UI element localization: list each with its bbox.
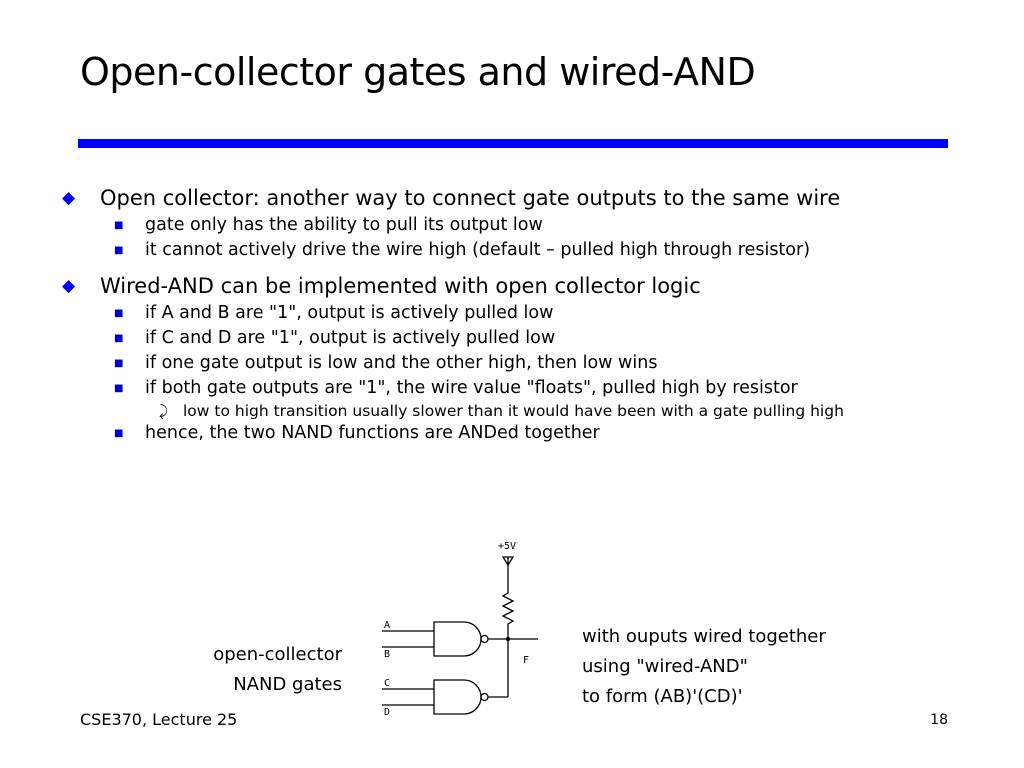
- bullet-wired-and: ◆ Wired-AND can be implemented with open…: [62, 271, 962, 301]
- square-bullet-icon: ■: [114, 220, 124, 231]
- square-bullet-icon: ■: [114, 383, 124, 394]
- left-caption-line: open-collector: [213, 644, 342, 665]
- junction-dot: [505, 636, 511, 642]
- pullup-resistor: [501, 567, 515, 639]
- vcc-arrow-icon: [501, 556, 515, 567]
- sub-bullet: ■ gate only has the ability to pull its …: [62, 213, 962, 238]
- vcc-label: +5V: [498, 541, 516, 552]
- left-caption-line: NAND gates: [233, 674, 342, 695]
- input-d-label: D: [384, 707, 390, 718]
- title-underline: [78, 139, 948, 148]
- curved-arrow-icon: ⤸: [159, 402, 169, 420]
- input-c-label: C: [384, 678, 390, 689]
- sub-sub-bullet-text: low to high transition usually slower th…: [183, 402, 844, 420]
- wired-and-circuit-diagram: +5V A B C D F: [382, 541, 538, 718]
- diamond-bullet-icon: ◆: [62, 276, 76, 296]
- sub-bullet-text: it cannot actively drive the wire high (…: [145, 240, 811, 260]
- inversion-bubble-1: [480, 634, 489, 644]
- bullet-list: ◆ Open collector: another way to connect…: [62, 183, 962, 446]
- square-bullet-icon: ■: [114, 428, 124, 439]
- sub-bullet-text: if both gate outputs are "1", the wire v…: [145, 378, 798, 398]
- input-a-label: A: [384, 620, 390, 631]
- slide-title: Open-collector gates and wired-AND: [80, 50, 756, 94]
- sub-bullet: ■ if A and B are "1", output is actively…: [62, 301, 962, 326]
- square-bullet-icon: ■: [114, 308, 124, 319]
- sub-bullet-text: if one gate output is low and the other …: [145, 353, 658, 373]
- nand-gate-1: [433, 621, 482, 657]
- footer-course: CSE370, Lecture 25: [80, 710, 238, 729]
- nand-gate-2: [433, 679, 482, 715]
- sub-bullet: ■ if both gate outputs are "1", the wire…: [62, 376, 962, 401]
- bullet-open-collector: ◆ Open collector: another way to connect…: [62, 183, 962, 213]
- square-bullet-icon: ■: [114, 245, 124, 256]
- sub-bullet-text: gate only has the ability to pull its ou…: [145, 215, 543, 235]
- right-caption-line: with ouputs wired together: [582, 626, 826, 647]
- square-bullet-icon: ■: [114, 358, 124, 369]
- left-caption: open-collector NAND gates: [150, 640, 342, 700]
- sub-bullet: ■ it cannot actively drive the wire high…: [62, 238, 962, 263]
- page-number: 18: [930, 712, 948, 728]
- right-caption-line: using "wired-AND": [582, 656, 748, 677]
- sub-bullet: ■ if C and D are "1", output is actively…: [62, 326, 962, 351]
- sub-bullet-text: if A and B are "1", output is actively p…: [145, 303, 554, 323]
- sub-bullet-text: if C and D are "1", output is actively p…: [145, 328, 556, 348]
- inversion-bubble-2: [480, 692, 489, 702]
- diamond-bullet-icon: ◆: [62, 188, 76, 208]
- right-caption-line: to form (AB)'(CD)': [582, 686, 743, 707]
- right-caption: with ouputs wired together using "wired-…: [582, 622, 826, 712]
- square-bullet-icon: ■: [114, 333, 124, 344]
- sub-bullet: ■ hence, the two NAND functions are ANDe…: [62, 421, 962, 446]
- bullet-text: Wired-AND can be implemented with open c…: [100, 274, 701, 298]
- bullet-text: Open collector: another way to connect g…: [100, 186, 841, 210]
- sub-bullet-text: hence, the two NAND functions are ANDed …: [145, 423, 600, 443]
- input-b-label: B: [384, 649, 390, 660]
- sub-sub-bullet: ⤸ low to high transition usually slower …: [62, 401, 962, 421]
- sub-bullet: ■ if one gate output is low and the othe…: [62, 351, 962, 376]
- output-f-label: F: [523, 655, 529, 666]
